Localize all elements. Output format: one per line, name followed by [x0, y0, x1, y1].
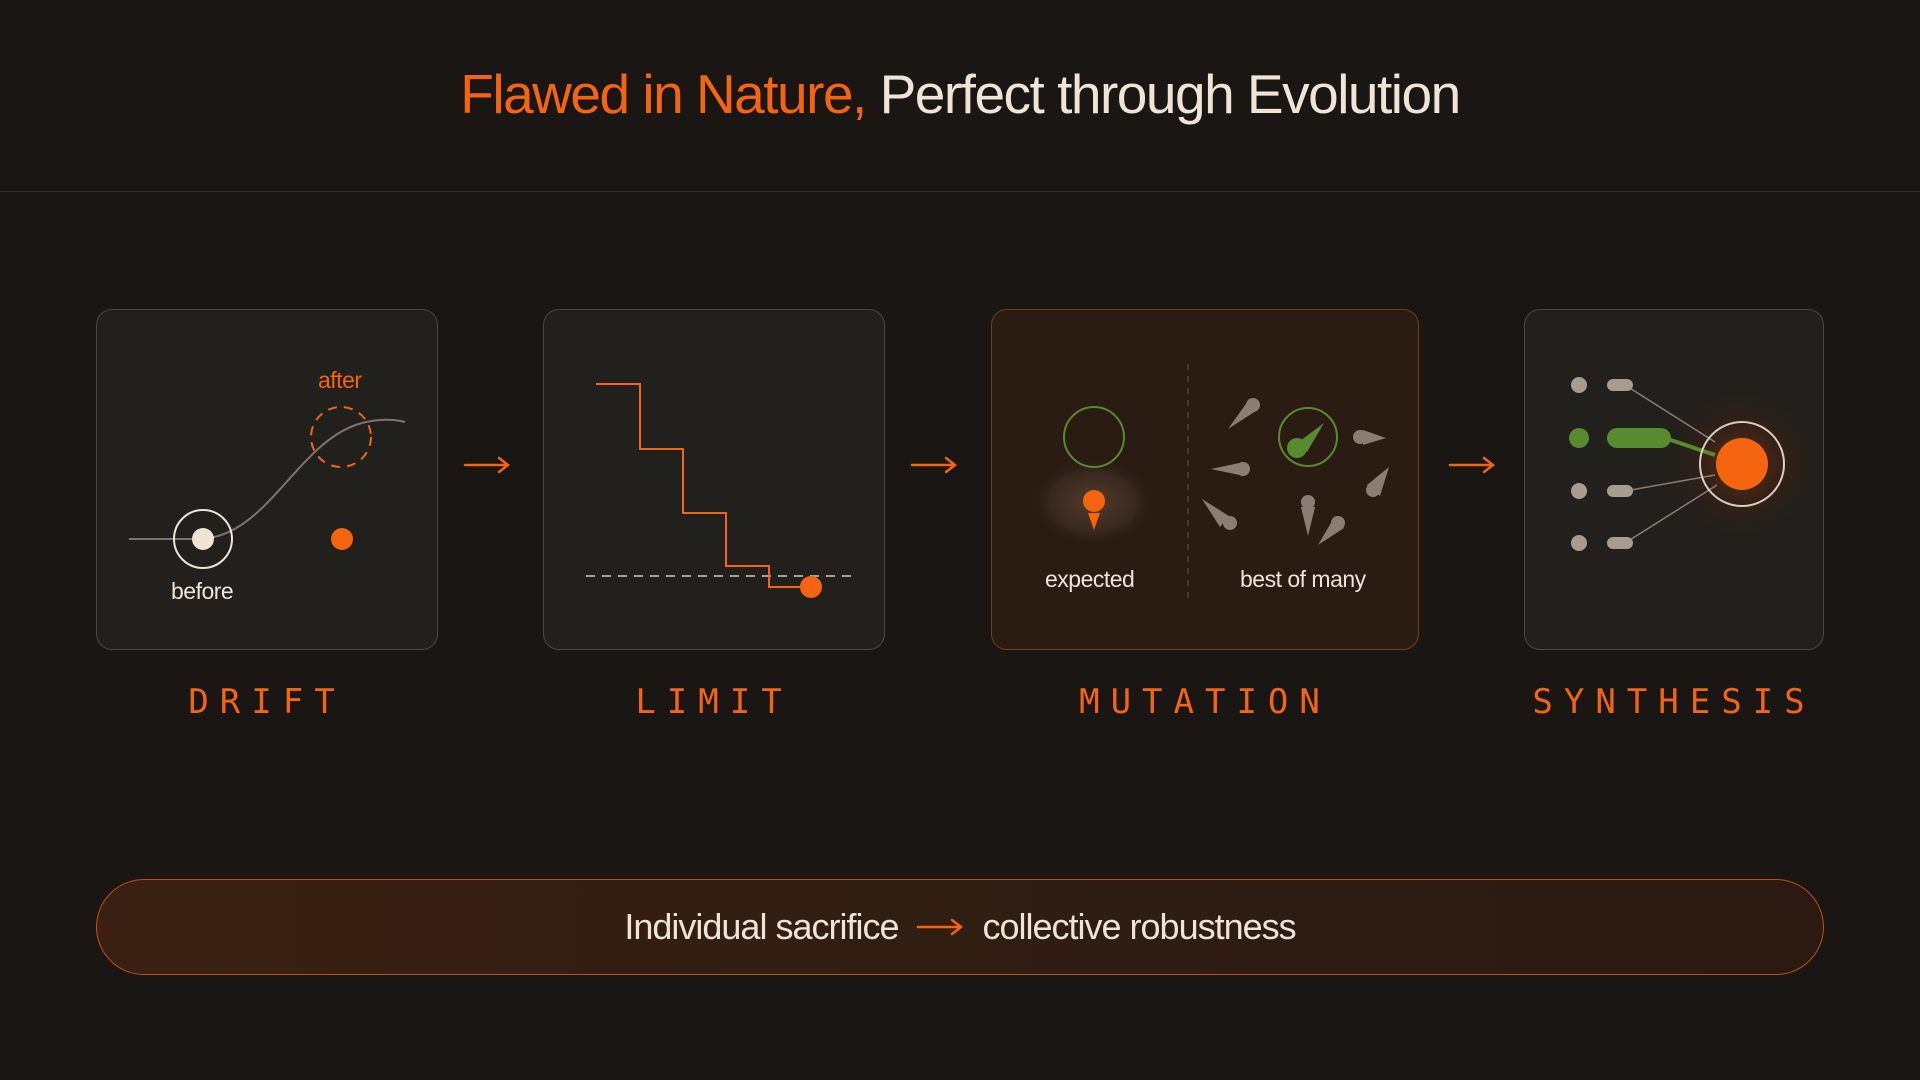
arrow-right-icon: [917, 918, 964, 936]
after-dashed-ring: [310, 406, 372, 468]
drift-path: [129, 418, 406, 541]
title-accent: Flawed in Nature,: [460, 63, 867, 125]
arrow-right-icon: [910, 456, 958, 474]
after-caption: after: [318, 367, 362, 393]
best-green-arrow: [1296, 423, 1324, 452]
banner-text: Individual sacrifice collective robustne…: [97, 880, 1823, 974]
best-target-ring: [1278, 407, 1338, 467]
limit-diagram: [586, 383, 852, 598]
step-label-limit: LIMIT: [635, 682, 793, 722]
step-label-synthesis: SYNTHESIS: [1532, 682, 1816, 722]
step-label-drift: DRIFT: [188, 682, 346, 722]
input-node-2: [1569, 428, 1589, 448]
banner-left-text: Individual sacrifice: [624, 906, 899, 947]
title-main: Perfect through Evolution: [879, 63, 1462, 125]
input-bar-3: [1607, 485, 1633, 497]
before-dot: [192, 528, 214, 550]
expected-target-ring: [1063, 406, 1125, 468]
mutation-diagram: [1031, 364, 1389, 600]
green-connector: [1664, 436, 1716, 457]
expected-dot: [1083, 490, 1105, 512]
page-title: Flawed in Nature, Perfect through Evolut…: [0, 62, 1920, 126]
scattered-trials: [1202, 398, 1389, 545]
banner-right-text: collective robustness: [982, 906, 1296, 947]
arrow-right-icon: [463, 456, 511, 474]
expected-arrowhead: [1088, 513, 1100, 530]
synthesis-diagram: [1569, 377, 1822, 551]
drift-orange-dot: [331, 528, 353, 550]
before-caption: before: [171, 578, 234, 604]
mutation-card: expected best of many: [991, 309, 1419, 650]
limit-end-dot: [800, 576, 822, 598]
limit-card: [543, 309, 885, 650]
arrow-right-icon: [1448, 456, 1496, 474]
best-of-many-caption: best of many: [1240, 566, 1366, 592]
input-bar-4: [1607, 537, 1633, 549]
header-divider: [0, 191, 1920, 192]
drift-diagram: [129, 406, 406, 569]
input-bar-2: [1607, 428, 1671, 448]
expected-caption: expected: [1045, 566, 1135, 592]
input-node-4: [1571, 535, 1587, 551]
limit-staircase: [596, 383, 809, 588]
hub-core: [1716, 438, 1768, 490]
input-bar-1: [1607, 379, 1633, 391]
conclusion-banner: Individual sacrifice collective robustne…: [96, 879, 1824, 975]
input-node-3: [1571, 483, 1587, 499]
drift-card: before after: [96, 309, 438, 650]
before-ring: [173, 509, 233, 569]
connector-lines: [1624, 384, 1718, 544]
input-node-1: [1571, 377, 1587, 393]
step-label-mutation: MUTATION: [1079, 682, 1331, 722]
synthesis-card: [1524, 309, 1824, 650]
hub-ring: [1699, 421, 1785, 507]
